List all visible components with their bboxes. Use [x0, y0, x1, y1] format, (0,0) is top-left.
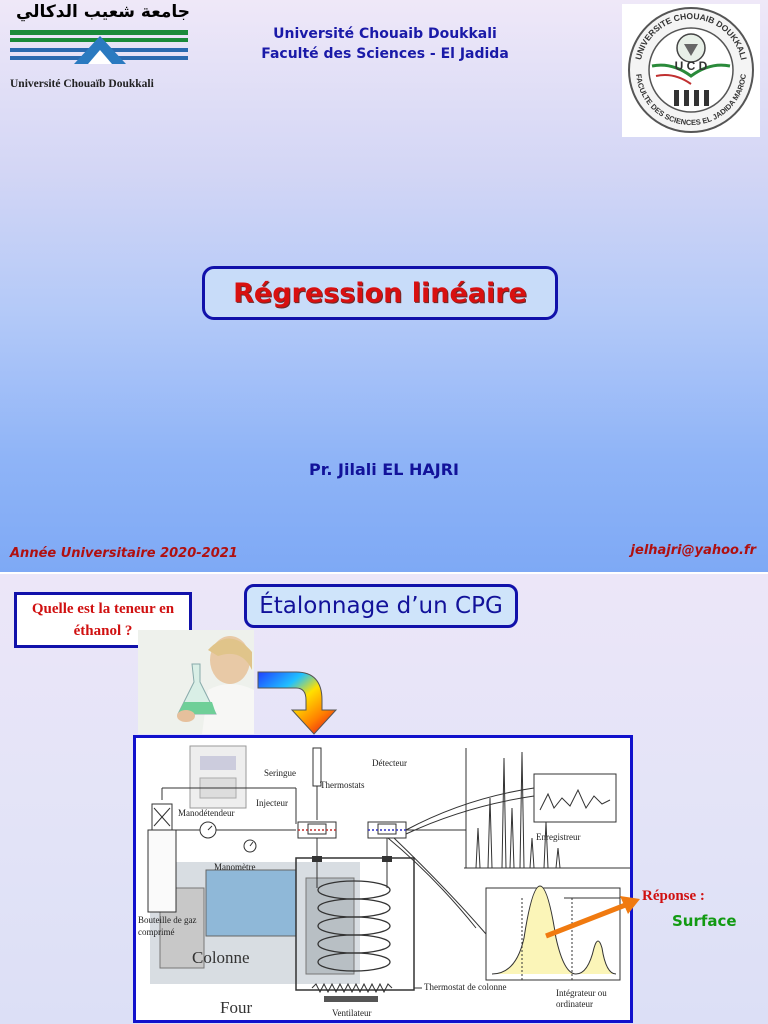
calibration-slide: Quelle est la teneur en éthanol ? Étalon… [0, 574, 768, 1024]
curved-gradient-arrow [256, 666, 340, 736]
label-manodetendeur: Manodétendeur [178, 808, 234, 818]
logo-latin-text: Université Chouaïb Doukkali [10, 78, 154, 90]
label-bouteille: Bouteille de gaz comprimé [138, 914, 224, 938]
label-seringue: Seringue [264, 768, 296, 778]
label-thermostat-colonne: Thermostat de colonne [424, 982, 506, 992]
response-label: Réponse : [642, 888, 705, 905]
label-thermostats: Thermostats [320, 780, 365, 790]
label-detecteur: Détecteur [372, 758, 407, 768]
ucd-logo-mark [8, 2, 194, 72]
author-email: jelhajri@yahoo.fr [631, 543, 756, 558]
label-ventilateur: Ventilateur [332, 1008, 372, 1018]
seal-letters: U C D [675, 59, 708, 73]
label-four: Four [220, 998, 252, 1018]
academic-year: Année Universitaire 2020-2021 [10, 546, 238, 561]
ucd-logo: جامعة شعيب الدكالي Université Chouaïb Do… [8, 2, 194, 94]
presentation-title: Régression linéaire [233, 278, 527, 309]
faculty-name: Faculté des Sciences - El Jadida [220, 44, 550, 64]
scientist-photo [138, 630, 254, 734]
surface-label: Surface [672, 912, 737, 930]
label-injecteur: Injecteur [256, 798, 288, 808]
slide-title: Étalonnage d’un CPG [244, 584, 518, 628]
response-arrow [540, 894, 645, 942]
label-integrateur: Intégrateur ou ordinateur [556, 988, 626, 1010]
faculty-seal-logo: UNIVERSITE CHOUAIB DOUKKALI FACULTE DES … [622, 4, 760, 137]
university-name: Université Chouaib Doukkali [220, 24, 550, 44]
gc-schematic [136, 738, 630, 1020]
presentation-title-box: Régression linéaire [202, 266, 558, 320]
university-header: Université Chouaib Doukkali Faculté des … [220, 24, 550, 64]
label-manometre: Manomètre [214, 862, 255, 872]
title-slide: جامعة شعيب الدكالي Université Chouaïb Do… [0, 0, 768, 572]
gc-diagram: Seringue Thermostats Détecteur Injecteur… [133, 735, 633, 1023]
label-enregistreur: Enregistreur [536, 832, 580, 842]
label-colonne: Colonne [192, 948, 250, 968]
author-name: Pr. Jilali EL HAJRI [0, 460, 768, 479]
